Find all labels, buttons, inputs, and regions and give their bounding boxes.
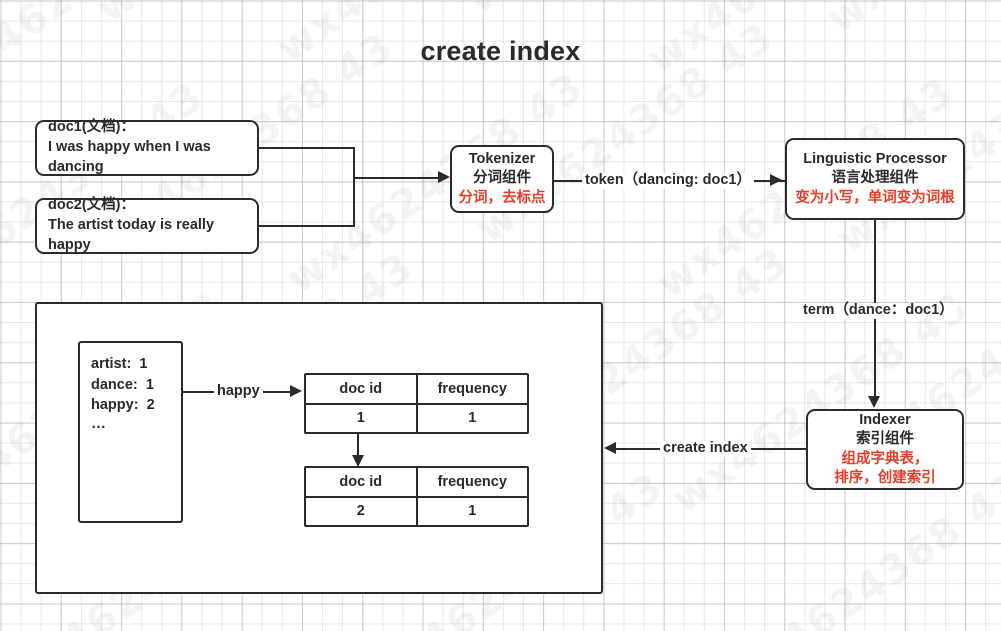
- dictionary-term-2: happy:: [91, 397, 139, 414]
- doc1-header: doc1(文档)：: [48, 119, 135, 136]
- posting-table-1-header-row: doc id frequency: [306, 375, 527, 405]
- posting-table-1-docid-value: 1: [306, 404, 418, 432]
- dictionary-count-1: 1: [145, 376, 154, 393]
- watermark-text: wx4624368 43: [459, 0, 773, 23]
- doc1-box: doc1(文档)： I was happy when I was dancing: [35, 119, 259, 176]
- tokenizer-title-en: Tokenizer: [468, 151, 536, 168]
- posting-table-1-header-docid: doc id: [306, 375, 418, 403]
- doc2-line-1: The artist today is really: [48, 217, 215, 234]
- watermark-text: wx4624368 43: [89, 0, 403, 33]
- posting-table-1-data-row: 1 1: [306, 404, 527, 432]
- page-title: create index: [420, 36, 581, 66]
- dictionary-ellipsis: …: [91, 414, 107, 432]
- linguistic-processor-content: Linguistic Processor 语言处理组件 变为小写，单词变为词根: [787, 140, 963, 218]
- dictionary-count-0: 1: [139, 356, 148, 372]
- tokenizer-note: 分词，去标点: [458, 189, 546, 206]
- posting-table-1-header-frequency: frequency: [437, 380, 507, 397]
- posting-table-1-frequency-value: 1: [468, 410, 477, 427]
- posting-table-1: doc id frequency 1 1: [304, 373, 529, 434]
- linguistic-processor-box: Linguistic Processor 语言处理组件 变为小写，单词变为词根: [785, 138, 965, 220]
- doc-merge-vertical: [353, 147, 356, 227]
- doc2-line-2: happy: [48, 236, 91, 253]
- term-edge-arrowhead: [868, 396, 880, 408]
- tokenizer-content: Tokenizer 分词组件 分词，去标点: [452, 147, 552, 211]
- posting-table-2-header-docid: doc id: [306, 468, 418, 496]
- tokenizer-title-cn: 分词组件: [473, 170, 531, 187]
- posting-table-2-header-frequency: frequency: [437, 473, 507, 490]
- dictionary-entry-1: dance: 1: [91, 375, 154, 396]
- doc1-line-2: dancing: [48, 158, 104, 175]
- doc2-header: doc2(文档)：: [48, 197, 135, 214]
- posting-table-2-data-row: 2 1: [306, 497, 527, 525]
- tokenizer-input-line: [353, 177, 441, 180]
- doc2-connector-line: [259, 225, 355, 228]
- linguistic-processor-title-cn: 语言处理组件: [831, 170, 919, 187]
- dictionary-entry-0: artist: 1: [91, 354, 147, 375]
- posting-table-2-docid-value: 2: [306, 497, 418, 525]
- posting-table-2-frequency-value: 1: [468, 503, 477, 520]
- doc1-content: doc1(文档)： I was happy when I was dancing: [37, 119, 257, 174]
- doc1-line-1: I was happy when I was: [48, 139, 211, 156]
- posting-table-2: doc id frequency 2 1: [304, 466, 529, 527]
- tokenizer-box: Tokenizer 分词组件 分词，去标点: [450, 145, 554, 213]
- indexer-title-en: Indexer: [859, 412, 911, 429]
- happy-edge-label: happy: [214, 383, 263, 400]
- dictionary-term-1: dance:: [91, 376, 138, 393]
- dictionary-content: artist: 1 dance: 1 happy: 2 …: [80, 343, 181, 521]
- dictionary-count-2: 2: [146, 397, 155, 414]
- dictionary-entry-2: happy: 2: [91, 395, 155, 416]
- indexer-content: Indexer 索引组件 组成字典表， 排序，创建索引: [808, 411, 962, 488]
- create-index-edge-arrowhead: [604, 442, 616, 454]
- happy-edge-arrowhead: [290, 385, 302, 397]
- indexer-box: Indexer 索引组件 组成字典表， 排序，创建索引: [806, 409, 964, 490]
- watermark-text: wx4624368 43: [0, 73, 213, 312]
- dictionary-box: artist: 1 dance: 1 happy: 2 …: [78, 341, 183, 523]
- doc2-content: doc2(文档)： The artist today is really hap…: [37, 197, 257, 252]
- tokenizer-input-arrowhead: [438, 171, 450, 183]
- create-index-edge-label: create index: [660, 440, 751, 457]
- term-edge-label: term（dance：doc1）: [800, 302, 957, 319]
- indexer-note-line-2: 排序，创建索引: [834, 469, 936, 486]
- posting-link-line: [357, 434, 360, 461]
- token-edge-label: token（dancing: doc1）: [582, 172, 754, 189]
- doc2-box: doc2(文档)： The artist today is really hap…: [35, 197, 259, 254]
- dictionary-term-0: artist:: [91, 356, 132, 372]
- posting-link-arrowhead: [352, 455, 364, 467]
- indexer-note-line-1: 组成字典表，: [841, 450, 929, 467]
- indexer-title-cn: 索引组件: [856, 431, 914, 448]
- token-edge-arrowhead: [770, 174, 782, 186]
- posting-table-2-header-row: doc id frequency: [306, 468, 527, 498]
- linguistic-processor-title-en: Linguistic Processor: [803, 151, 947, 168]
- linguistic-processor-note: 变为小写，单词变为词根: [795, 189, 955, 206]
- doc1-connector-line: [259, 147, 355, 150]
